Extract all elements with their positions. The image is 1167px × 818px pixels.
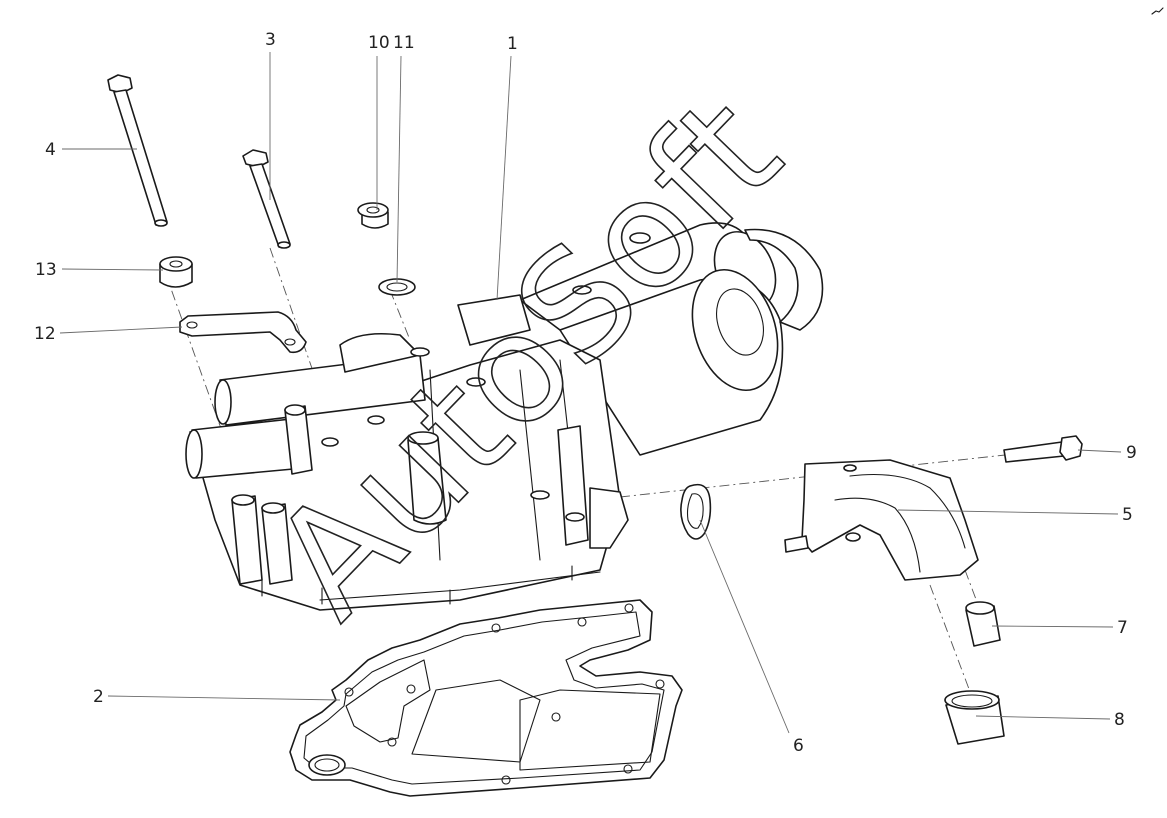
callout-13: 13 bbox=[35, 260, 57, 280]
leader-11 bbox=[396, 55, 402, 283]
leader-6 bbox=[699, 519, 790, 734]
callout-2: 2 bbox=[93, 687, 104, 707]
washer-part-11 bbox=[378, 278, 416, 296]
spacer-sleeve-part-13 bbox=[159, 256, 193, 288]
axis-bolt-9 bbox=[619, 454, 1006, 498]
gasket-part-2 bbox=[289, 599, 683, 797]
leader-13 bbox=[61, 268, 164, 271]
callout-8: 8 bbox=[1114, 710, 1125, 730]
short-bolt-part-3 bbox=[242, 149, 291, 249]
sleeve-part-7 bbox=[965, 601, 1001, 647]
seal-ring-part-6 bbox=[680, 483, 712, 540]
callout-3: 3 bbox=[265, 30, 276, 50]
axis-pipe-8 bbox=[929, 584, 976, 706]
grommet-part-10 bbox=[357, 202, 389, 229]
callout-5: 5 bbox=[1122, 505, 1133, 525]
elbow-housing-part-5 bbox=[784, 459, 979, 581]
callout-12: 12 bbox=[34, 324, 56, 344]
leader-8 bbox=[975, 715, 1111, 720]
leader-7 bbox=[991, 625, 1114, 628]
bracket-part-12 bbox=[179, 311, 307, 354]
bolt-part-9 bbox=[1003, 435, 1083, 463]
leader-12 bbox=[59, 326, 183, 334]
pipe-connector-part-8 bbox=[944, 690, 1005, 745]
leader-2 bbox=[107, 695, 341, 701]
callout-7: 7 bbox=[1117, 618, 1128, 638]
callout-9: 9 bbox=[1126, 443, 1137, 463]
axis-washer-11 bbox=[389, 289, 411, 341]
callout-4: 4 bbox=[45, 140, 56, 160]
callout-6: 6 bbox=[793, 736, 804, 756]
leader-5 bbox=[897, 509, 1119, 515]
callout-11: 11 bbox=[393, 33, 415, 53]
main-module-part-1 bbox=[185, 222, 824, 611]
long-bolt-part-4 bbox=[107, 74, 168, 227]
callout-10: 10 bbox=[368, 33, 390, 53]
corner-mark bbox=[1151, 7, 1164, 15]
leader-1 bbox=[496, 55, 512, 301]
callout-1: 1 bbox=[507, 34, 518, 54]
leader-9 bbox=[1077, 449, 1122, 453]
